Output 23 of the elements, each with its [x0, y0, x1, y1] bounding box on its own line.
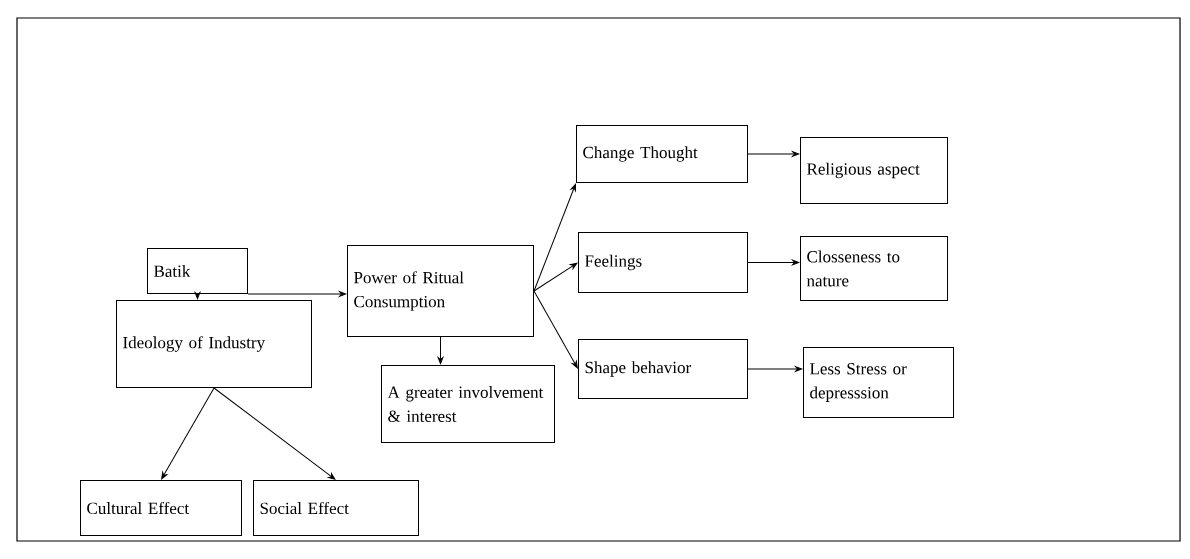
arrow: [213, 387, 336, 480]
box: Feelings: [578, 232, 748, 293]
box: Closseness to nature: [800, 236, 948, 301]
arrow: [247, 291, 347, 297]
box: Less Stress or depresssion: [803, 347, 954, 418]
arrow: [533, 290, 578, 369]
arrow: [437, 336, 444, 365]
box: Ideology of Industry: [116, 300, 312, 388]
box: Change Thought: [576, 125, 748, 183]
box: Shape behavior: [578, 339, 748, 399]
box: Religious aspect: [800, 137, 948, 204]
box: Social Effect: [253, 480, 419, 536]
box: Power of Ritual Consumption: [347, 245, 534, 337]
box: Cultural Effect: [80, 480, 242, 536]
arrow: [747, 151, 800, 157]
arrow: [747, 366, 803, 372]
arrow: [161, 387, 215, 480]
arrow: [747, 259, 800, 266]
arrow: [194, 292, 201, 300]
box: A greater involvement & interest: [381, 365, 555, 443]
box: Batik: [147, 248, 248, 294]
arrow: [533, 262, 578, 292]
arrow: [533, 183, 577, 292]
